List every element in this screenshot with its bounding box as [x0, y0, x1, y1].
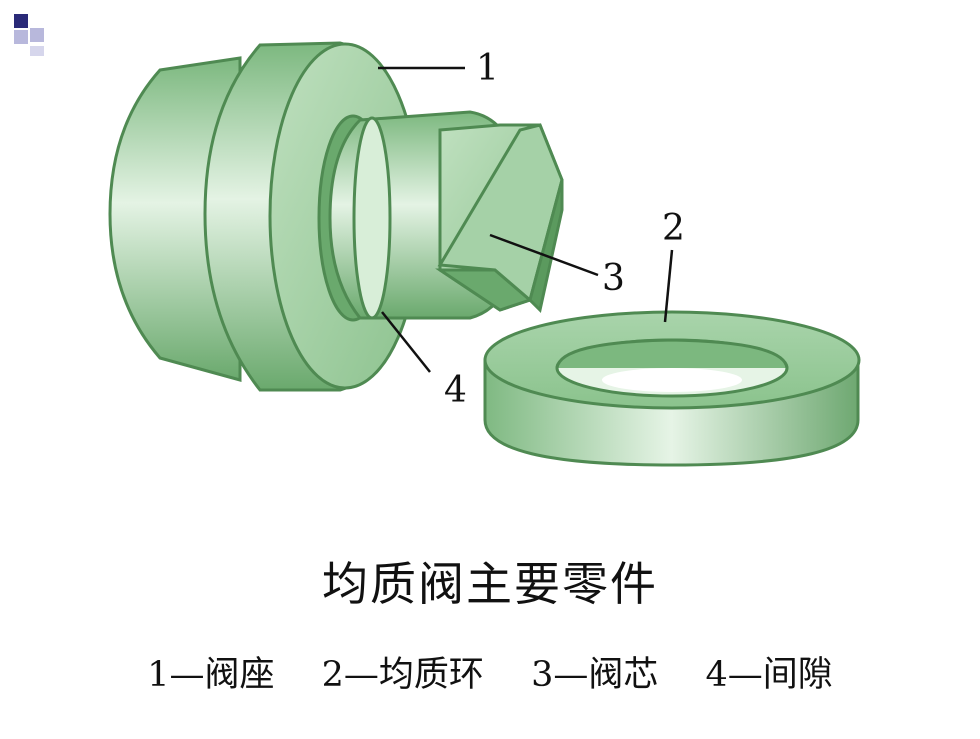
diagram-title: 均质阀主要零件 [322, 557, 658, 611]
callout-2: 2 [662, 208, 685, 249]
leader-line-3 [489, 233, 599, 277]
homogenizing-ring-part [483, 310, 861, 467]
leader-lines [378, 66, 674, 373]
legend-item-homogenizing-ring: 2—均质环 [321, 655, 484, 695]
leader-line-4 [381, 311, 431, 373]
legend-item-gap: 4—间隙 [705, 655, 833, 695]
legend-item-valve-seat: 1—阀座 [147, 655, 275, 695]
corner-decoration [14, 14, 44, 56]
callout-1: 1 [476, 48, 499, 89]
leader-line-2 [663, 249, 674, 323]
legend-item-valve-core: 3—阀芯 [531, 655, 659, 695]
valve-core-part [328, 110, 564, 320]
callout-3: 3 [602, 258, 625, 299]
callout-4: 4 [444, 370, 467, 411]
parts-legend: 1—阀座 2—均质环 3—阀芯 4—间隙 [0, 646, 980, 697]
